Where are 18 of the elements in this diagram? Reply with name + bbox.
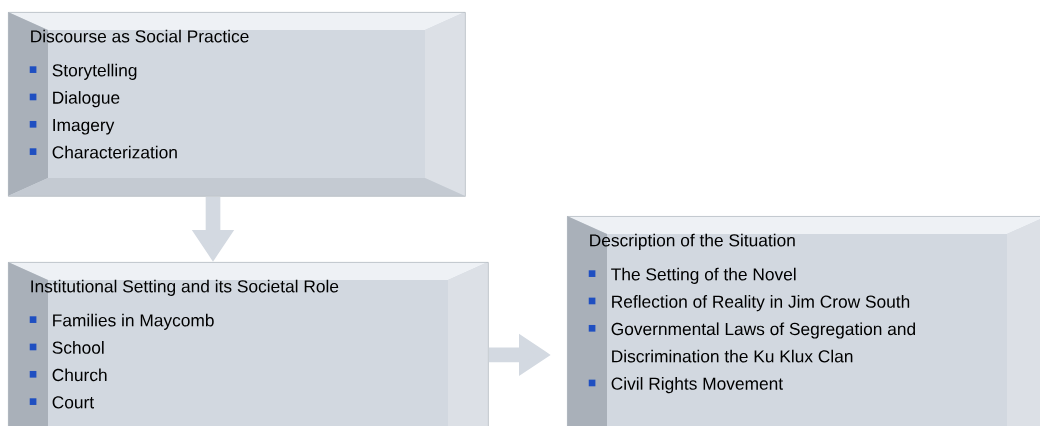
heading: Discourse as Social Practice <box>31 29 249 43</box>
heading: Description of the Situation <box>590 233 795 250</box>
list-item: School <box>52 341 104 354</box>
heading: Institutional Setting and its Societal Role <box>31 279 339 296</box>
list-item: Families in Maycomb <box>53 313 214 330</box>
list-item: Dialogue <box>53 91 120 108</box>
list-item: Characterization <box>52 145 177 159</box>
list-item: Imagery <box>53 119 115 135</box>
bevel-box <box>567 216 1040 426</box>
list-item: Civil Rights Movement <box>611 377 783 394</box>
list-item: Court <box>52 396 94 409</box>
list-item: Governmental Laws of Segregation and Discrimination the Ku Klux Clan <box>611 322 915 363</box>
list-item: Reflection of Reality in Jim Crow South <box>612 295 910 312</box>
list-item: The Setting of the Novel <box>611 267 796 284</box>
list-item: Church <box>52 368 107 382</box>
bevel-box <box>8 262 489 426</box>
list-item: Storytelling <box>52 63 137 80</box>
bevel-box <box>8 12 466 197</box>
